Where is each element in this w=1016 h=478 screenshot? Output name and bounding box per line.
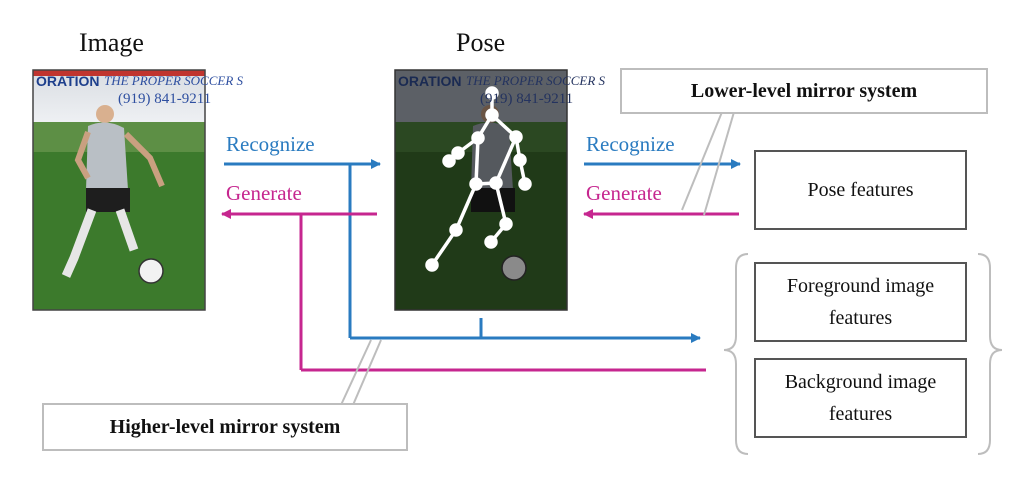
pose-features-box: Pose features bbox=[754, 150, 967, 230]
recognize-label-right: Recognize bbox=[586, 132, 675, 156]
image-title: Image bbox=[79, 28, 144, 57]
image-photo bbox=[32, 69, 206, 311]
banner-slogan-text: THE PROPER SOCCER S bbox=[104, 73, 244, 88]
higher-level-mirror-label: Higher-level mirror system bbox=[109, 415, 341, 438]
foreground-features-line1: Foreground image bbox=[786, 275, 935, 297]
higher-level-mirror-box: Higher-level mirror system bbox=[42, 403, 408, 451]
recognize-arrows bbox=[224, 159, 741, 343]
pose-banner-left-text: ORATION bbox=[398, 73, 462, 89]
pose-banner-slogan-text: THE PROPER SOCCER S bbox=[466, 73, 606, 88]
foreground-features-line2: features bbox=[828, 307, 893, 329]
pose-photo bbox=[394, 69, 568, 311]
pose-banner-phone-text: (919) 841-9211 bbox=[480, 91, 574, 107]
lower-level-mirror-box: Lower-level mirror system bbox=[620, 68, 988, 114]
generate-label-right: Generate bbox=[586, 181, 662, 205]
pose-title: Pose bbox=[456, 28, 506, 57]
pose-features-label: Pose features bbox=[807, 179, 914, 201]
mirror-pointers bbox=[340, 111, 735, 406]
banner-phone-text: (919) 841-9211 bbox=[118, 91, 212, 107]
recognize-label-left: Recognize bbox=[226, 132, 315, 156]
lower-level-mirror-label: Lower-level mirror system bbox=[690, 79, 918, 102]
background-features-box: Background image features bbox=[754, 358, 967, 438]
foreground-features-box: Foreground image features bbox=[754, 262, 967, 342]
generate-label-left: Generate bbox=[226, 181, 302, 205]
background-features-line2: features bbox=[828, 403, 893, 425]
pose-skeleton-icon bbox=[425, 86, 532, 272]
background-features-line1: Background image bbox=[784, 371, 937, 393]
feature-brackets bbox=[723, 253, 1003, 455]
banner-left-text: ORATION bbox=[36, 73, 100, 89]
